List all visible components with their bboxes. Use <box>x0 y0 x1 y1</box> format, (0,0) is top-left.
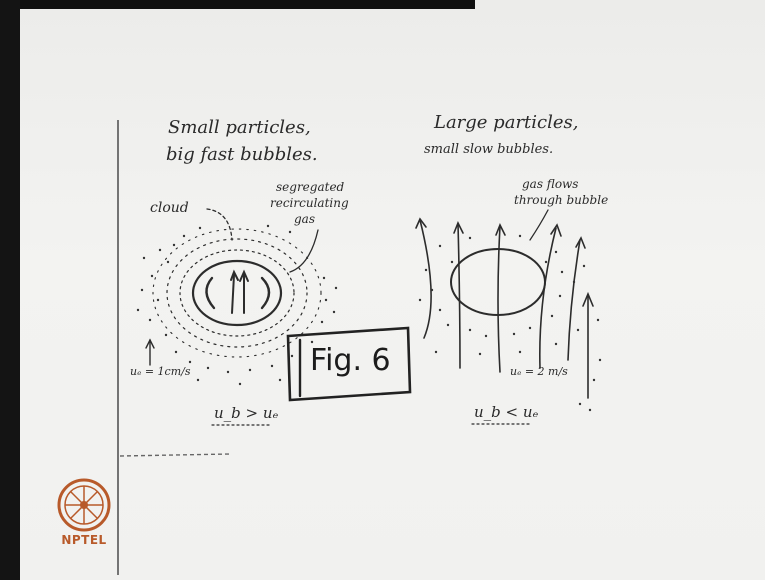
flow-line-3 <box>498 226 500 372</box>
inner-c-right <box>262 278 269 308</box>
flow-line-2 <box>458 224 460 368</box>
figure-label: Fig. 6 <box>310 344 391 379</box>
right-bubble-diagram <box>416 210 593 424</box>
divider-line <box>120 454 230 456</box>
left-cloud-ring-3 <box>153 229 321 357</box>
segregated-pointer <box>290 230 318 272</box>
flow-line-1 <box>420 220 431 338</box>
left-bubble-diagram <box>146 209 321 425</box>
label-cloud: cloud <box>150 200 189 216</box>
label-segregated-3: gas <box>294 213 315 227</box>
left-particles <box>137 225 337 385</box>
right-particles <box>419 235 601 411</box>
left-velocity-label: uₑ = 1cm/s <box>130 366 191 379</box>
left-title-line2: big fast bubbles. <box>166 145 318 166</box>
cloud-pointer <box>207 209 232 240</box>
right-velocity-label: uₑ = 2 m/s <box>510 366 568 379</box>
label-segregated-1: segregated <box>276 181 344 195</box>
right-relation-label: u_b < uₑ <box>474 404 538 421</box>
label-segregated-2: recirculating <box>270 197 349 211</box>
left-cloud-ring-1 <box>180 250 294 336</box>
right-title-line1: Large particles, <box>434 113 578 134</box>
nptel-logo-text: NPTEL <box>51 533 117 547</box>
label-gas-flows-2: through bubble <box>514 194 608 208</box>
nptel-wheel-icon <box>51 475 117 535</box>
left-cloud-ring-2 <box>167 239 307 347</box>
label-gas-flows-1: gas flows <box>522 178 578 192</box>
left-title-line1: Small particles, <box>168 118 311 139</box>
nptel-logo: NPTEL <box>51 475 117 555</box>
inner-c-left <box>206 278 214 308</box>
left-relation-label: u_b > uₑ <box>214 405 278 422</box>
flow-line-4 <box>540 228 556 368</box>
flow-line-5 <box>568 240 580 360</box>
right-title-line2: small slow bubbles. <box>424 143 553 158</box>
inner-arrow-left <box>232 275 234 313</box>
